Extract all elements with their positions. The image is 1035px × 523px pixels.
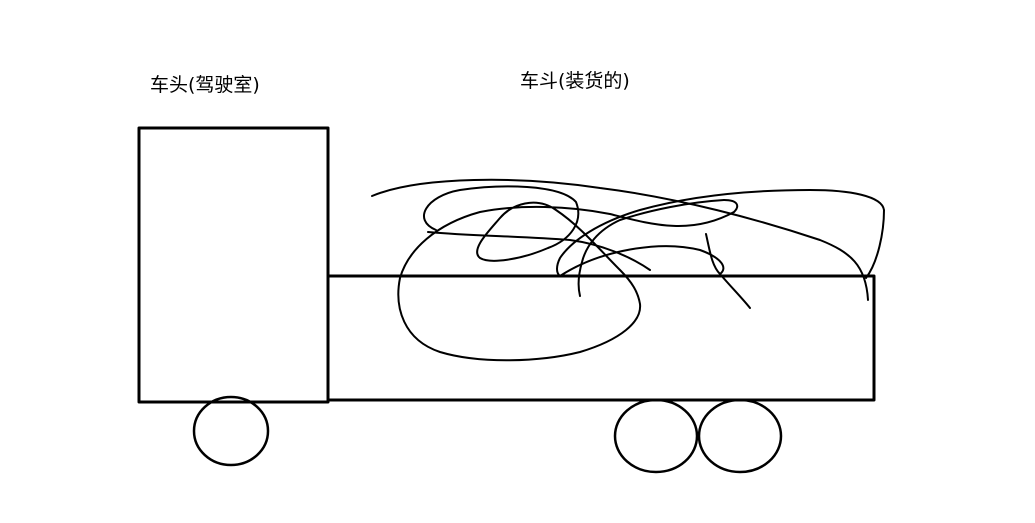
cab-box: [139, 128, 328, 402]
cargo-bed-label: 车斗(装货的): [520, 72, 630, 91]
cargo-bed-box: [328, 276, 874, 400]
rear-wheel-1: [615, 400, 697, 472]
front-wheel: [194, 397, 268, 465]
rear-wheel-2: [699, 400, 781, 472]
cargo-scribble: [372, 180, 884, 360]
cab-label: 车头(驾驶室): [150, 76, 260, 95]
